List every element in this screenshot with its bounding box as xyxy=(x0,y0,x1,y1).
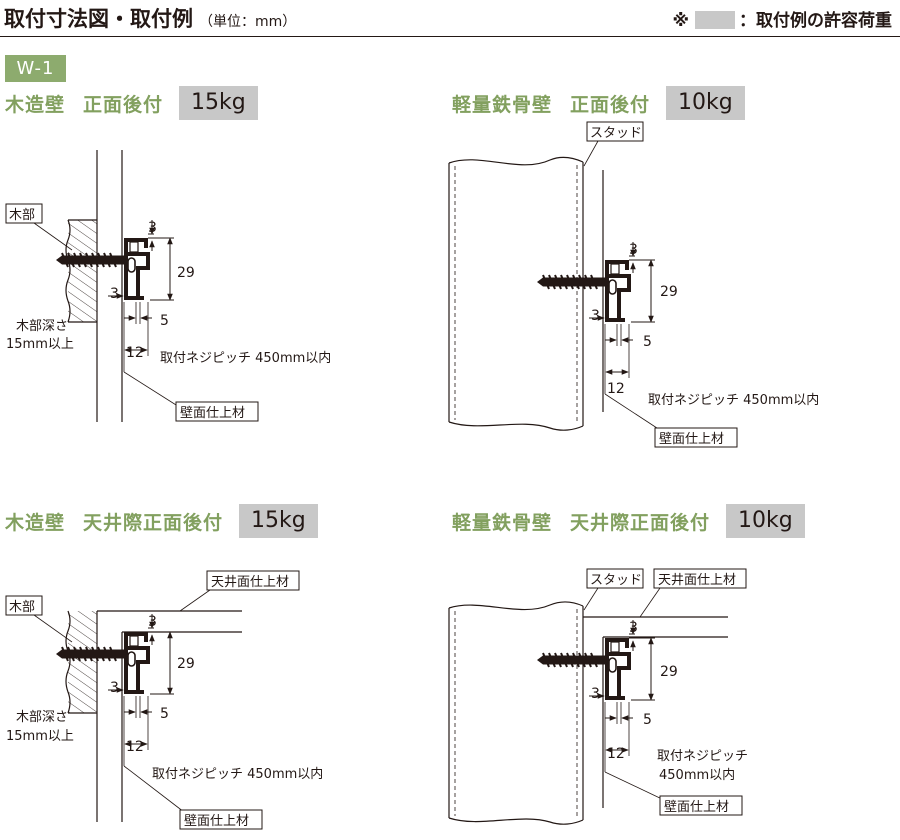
dim-width-label: 12 xyxy=(607,381,625,397)
screw-pitch-note-line2: 450mm以内 xyxy=(659,767,735,783)
dim-height-label: 29 xyxy=(177,265,195,281)
dim-bottom-label: 3 xyxy=(110,286,119,302)
rail-bracket xyxy=(123,237,151,301)
drawing-steel-ceiling: 3 29 3 5 12 スタッド 天井面仕上材 取付ネジピッチ 450mm以内 … xyxy=(448,568,748,825)
callout-box-stud xyxy=(586,121,644,142)
unit-label: （単位：mm） xyxy=(199,14,297,30)
callout-wall: 壁面仕上材 xyxy=(180,406,245,421)
screw-pitch-note: 取付ネジピッチ 450mm以内 xyxy=(648,392,819,408)
callout-wood: 木部 xyxy=(9,600,35,615)
panel-title-sub: 正面後付 xyxy=(83,93,164,116)
rail-bracket xyxy=(123,631,151,695)
dim-top-label: 3 xyxy=(629,242,638,258)
panel-title-wood-front: 木造壁正面後付 15kg xyxy=(5,86,258,120)
panel-title-steel-front: 軽量鉄骨壁正面後付 10kg xyxy=(452,86,745,120)
callout-wall: 壁面仕上材 xyxy=(659,432,724,447)
callout-ceiling: 天井面仕上材 xyxy=(211,575,289,590)
callout-box-wall xyxy=(654,427,738,448)
legend-swatch xyxy=(695,11,735,29)
depth-note-line1: 木部深さ xyxy=(16,710,68,725)
dim-inner-label: 5 xyxy=(160,313,169,329)
callout-wood: 木部 xyxy=(9,208,35,223)
load-badge: 10kg xyxy=(666,86,745,120)
title-text: 取付寸法図・取付例 xyxy=(4,7,193,31)
drawing-steel-front: 3 29 3 5 12 スタッド 取付ネジピッチ 450mm以内 壁面仕上材 xyxy=(448,121,819,448)
panel-title-sub: 正面後付 xyxy=(570,93,651,116)
callout-box-ceiling xyxy=(206,570,300,591)
wood-member xyxy=(65,219,97,323)
dim-inner-label: 5 xyxy=(160,706,169,722)
dim-inner-label: 5 xyxy=(643,712,652,728)
panel-title-main: 軽量鉄骨壁 xyxy=(452,93,553,116)
dim-bottom-label: 3 xyxy=(110,680,119,696)
dim-bottom-label: 3 xyxy=(591,308,600,324)
dim-width-label: 12 xyxy=(126,739,144,755)
panel-title-sub: 天井際正面後付 xyxy=(570,511,711,534)
callout-box-wood xyxy=(5,203,43,224)
callout-wall: 壁面仕上材 xyxy=(184,814,249,829)
legend-symbol: ※ xyxy=(672,11,689,31)
callout-ceiling: 天井面仕上材 xyxy=(658,573,736,588)
dim-top-label: 3 xyxy=(629,620,638,636)
callout-box-wall xyxy=(179,809,263,830)
load-badge: 15kg xyxy=(239,504,318,538)
wood-member xyxy=(65,610,97,714)
header-rule xyxy=(0,36,900,37)
steel-stud xyxy=(448,156,584,431)
panel-title-main: 木造壁 xyxy=(5,93,66,116)
rail-bracket xyxy=(604,259,632,323)
panel-title-main: 木造壁 xyxy=(5,511,66,534)
callout-box-wall xyxy=(175,401,259,422)
dim-width-label: 12 xyxy=(607,746,625,762)
model-badge: W-1 xyxy=(5,55,66,82)
dim-inner-label: 5 xyxy=(643,334,652,350)
dim-bottom-label: 3 xyxy=(591,686,600,702)
panel-title-steel-ceiling: 軽量鉄骨壁天井際正面後付 10kg xyxy=(452,504,805,538)
dim-width-label: 12 xyxy=(126,345,144,361)
rail-bracket xyxy=(604,637,632,701)
dim-height-label: 29 xyxy=(177,656,195,672)
dim-top-label: 3 xyxy=(148,220,157,236)
screw-pitch-note-line1: 取付ネジピッチ xyxy=(657,749,748,764)
legend-text: ：取付例の許容荷重 xyxy=(739,11,892,31)
depth-note-line2: 15mm以上 xyxy=(6,337,74,352)
screw-pitch-note: 取付ネジピッチ 450mm以内 xyxy=(160,350,331,366)
load-badge: 10kg xyxy=(726,504,805,538)
drawing-wood-front: 3 29 3 5 12 木部 木部深さ 15mm以上 取付ネジピッチ 450mm… xyxy=(5,150,331,422)
callout-stud: スタッド xyxy=(590,126,642,141)
screw-pitch-note: 取付ネジピッチ 450mm以内 xyxy=(152,766,323,782)
depth-note-line2: 15mm以上 xyxy=(6,729,74,744)
screw xyxy=(536,651,609,669)
callout-wall: 壁面仕上材 xyxy=(664,800,729,815)
callout-box-wall xyxy=(659,795,743,816)
panel-title-sub: 天井際正面後付 xyxy=(83,511,224,534)
page-title: 取付寸法図・取付例 （単位：mm） xyxy=(4,3,296,33)
screw xyxy=(536,273,609,291)
ceiling-board xyxy=(97,610,242,633)
panel-title-main: 軽量鉄骨壁 xyxy=(452,511,553,534)
legend-note: ※ ：取付例の許容荷重 xyxy=(672,6,892,31)
panel-title-wood-ceiling: 木造壁天井際正面後付 15kg xyxy=(5,504,318,538)
callout-stud: スタッド xyxy=(590,573,642,588)
dim-height-label: 29 xyxy=(660,664,678,680)
load-badge: 15kg xyxy=(179,86,258,120)
dim-height-label: 29 xyxy=(660,284,678,300)
dim-top-label: 3 xyxy=(148,614,157,630)
callout-box-stud xyxy=(586,568,644,589)
depth-note-line1: 木部深さ xyxy=(16,319,68,334)
steel-stud xyxy=(448,601,584,825)
callout-box-wood xyxy=(5,595,43,616)
drawing-wood-ceiling: 3 29 3 5 12 木部 天井面仕上材 木部深さ 15mm以上 取付ネジピッ… xyxy=(5,570,323,830)
callout-box-ceiling xyxy=(653,568,747,589)
